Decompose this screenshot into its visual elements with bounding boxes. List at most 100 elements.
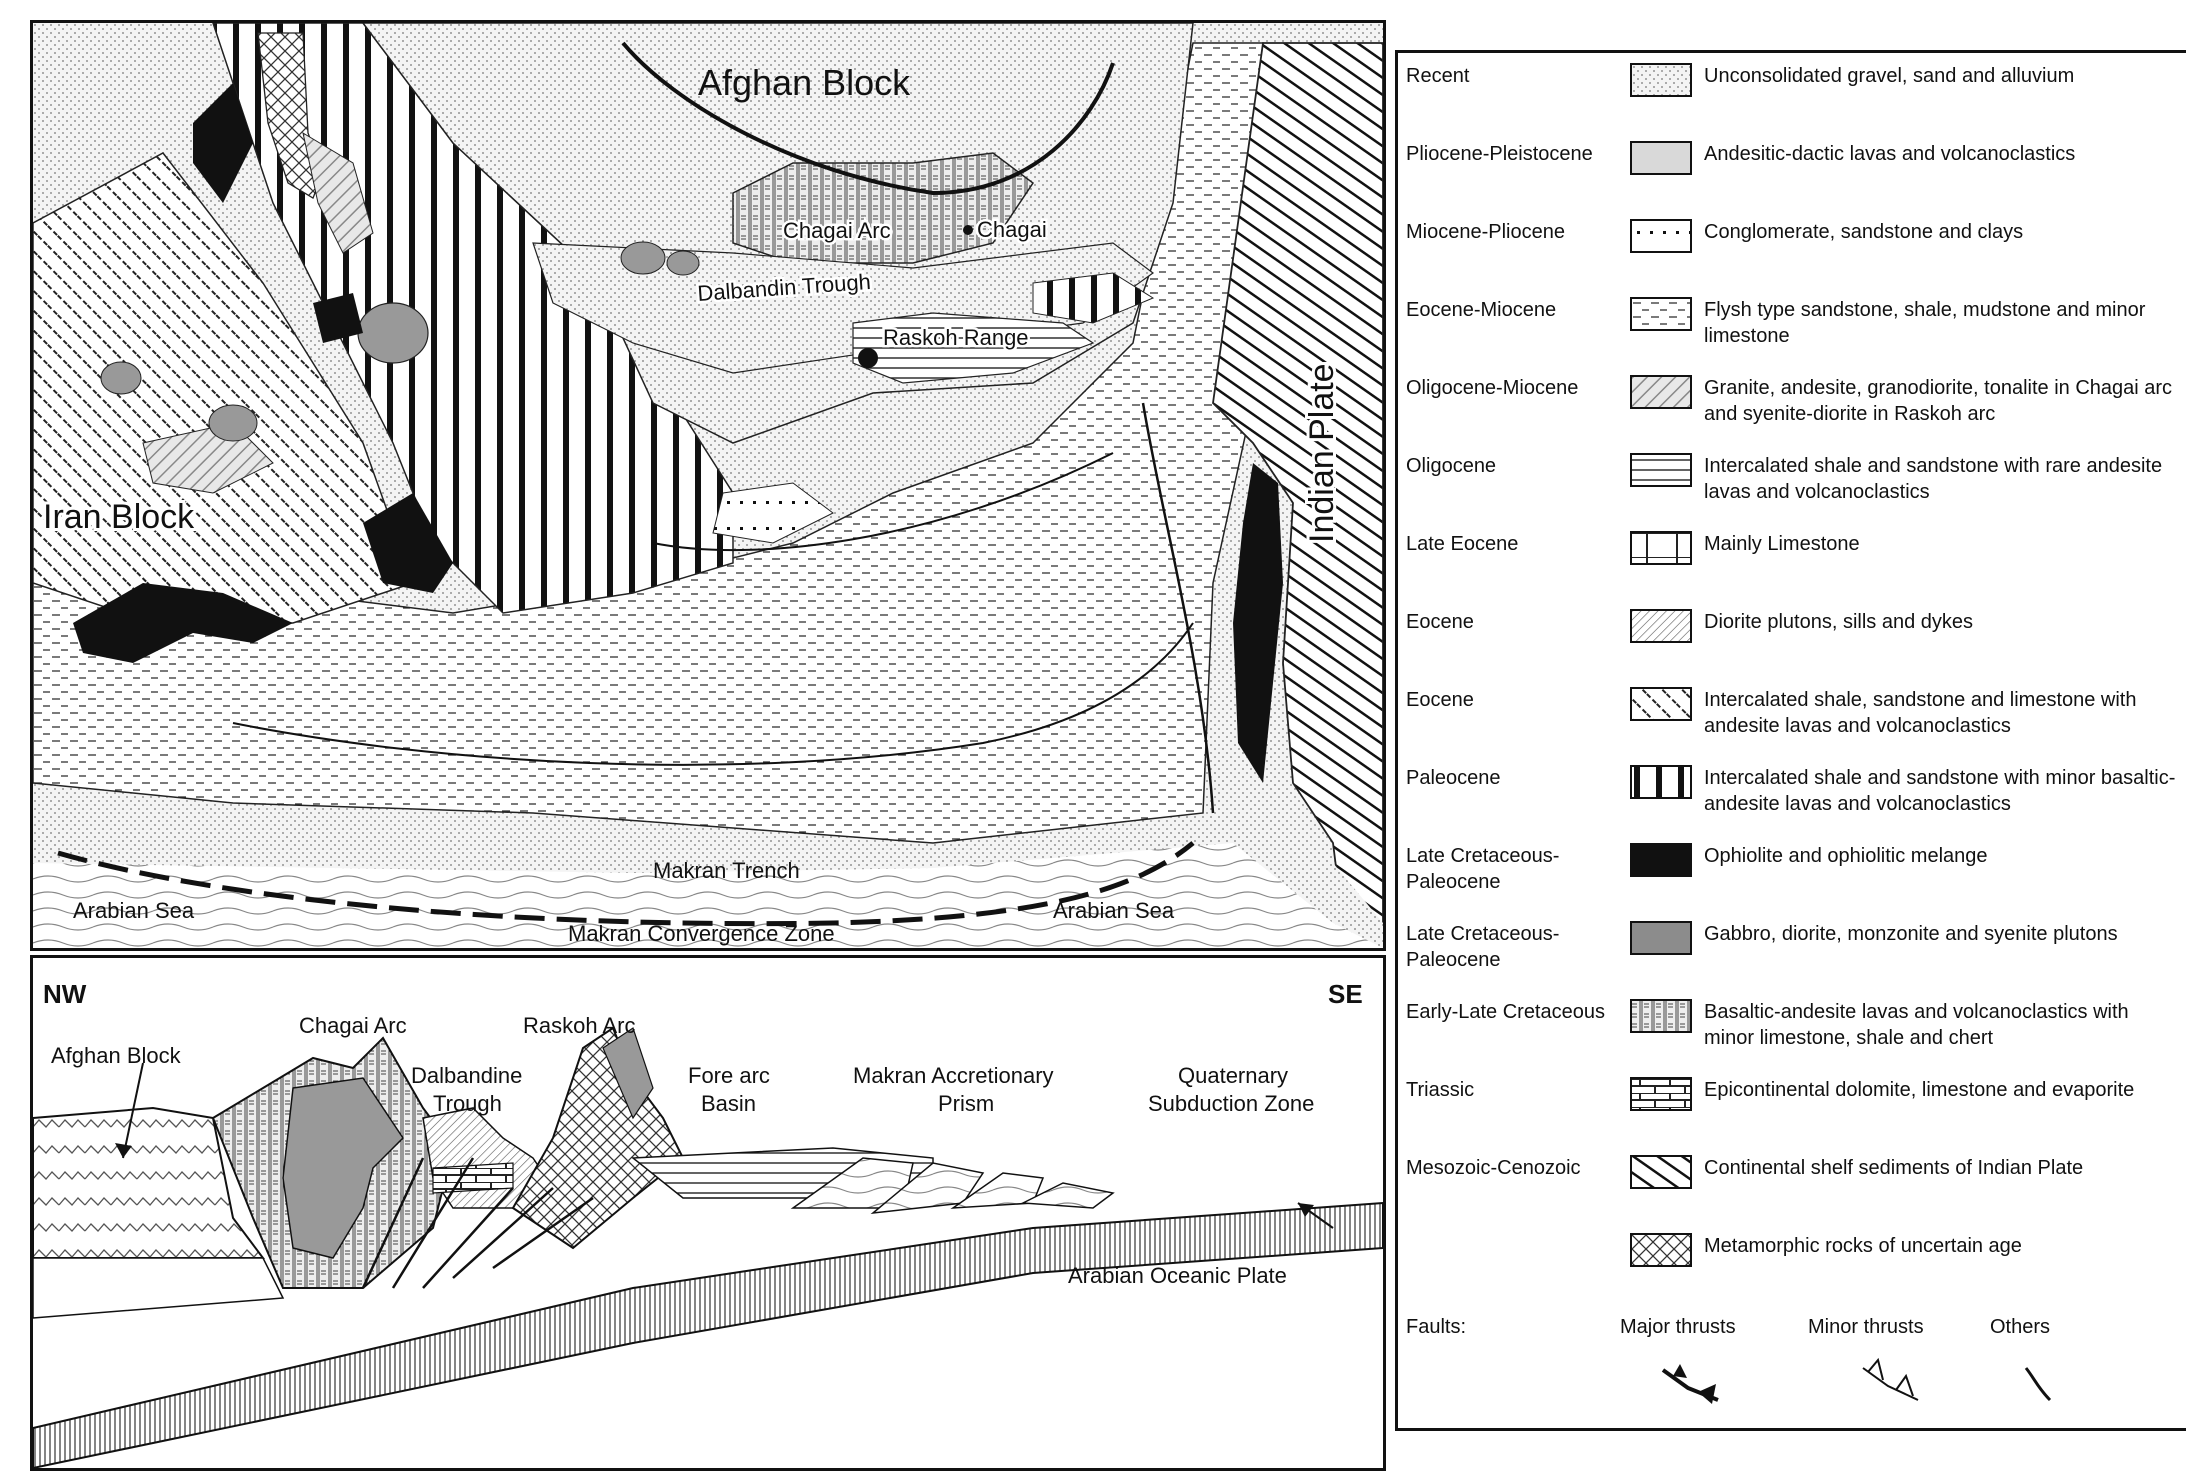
- ophiolite-small: [313, 293, 363, 343]
- legend-description: Metamorphic rocks of uncertain age: [1704, 1235, 2022, 1257]
- legend-swatch-diag-dash: [1630, 687, 1692, 721]
- legend-age: Miocene-Pliocene: [1406, 221, 1565, 243]
- label-section-dalbandin-2: Trough: [433, 1091, 502, 1116]
- legend: Recent Unconsolidated gravel, sand and al…: [1395, 50, 2186, 1431]
- section-thrust-slices: [361, 1157, 594, 1289]
- fault-major-label: Major thrusts: [1620, 1316, 1736, 1338]
- legend-description: Intercalated shale and sandstone with ra…: [1704, 455, 2163, 503]
- dalbandin-trough-area: [532, 242, 1155, 374]
- legend-description: Epicontinental dolomite, limestone and e…: [1704, 1079, 2135, 1101]
- raskoh-range-area: [852, 312, 1095, 384]
- label-section-afghan-block: Afghan Block: [51, 1043, 182, 1068]
- legend-swatch-horizontal: [1630, 453, 1692, 487]
- label-nw: NW: [43, 979, 87, 1009]
- granite-intrusion: [302, 131, 374, 254]
- chagai-town-marker: [963, 225, 973, 235]
- legend-description: Ophiolite and ophiolitic melange: [1704, 845, 1988, 867]
- legend-age: Triassic: [1406, 1079, 1475, 1101]
- legend-age: Mesozoic-Cenozoic: [1406, 1157, 1581, 1179]
- fault-minor-label: Minor thrusts: [1808, 1316, 1924, 1338]
- legend-item: Eocene-Miocene Flysh type sandstone, shal…: [1398, 287, 2186, 365]
- makran-convergence-thrust: [57, 841, 1195, 927]
- legend-description: Mainly Limestone: [1704, 533, 1860, 555]
- arabian-oceanic-plate: [33, 1201, 1383, 1468]
- label-arabian-sea-left: Arabian Sea: [73, 898, 195, 923]
- legend-age: Eocene: [1406, 689, 1474, 711]
- legend-age: Recent: [1406, 65, 1470, 87]
- legend-age: Oligocene-Miocene: [1406, 377, 1579, 399]
- label-section-fore-arc-2: Basin: [701, 1091, 756, 1116]
- section-chagai-pluton: [282, 1077, 404, 1259]
- label-iran-block: Iran Block: [43, 498, 195, 536]
- legend-description: Unconsolidated gravel, sand and alluvium: [1704, 65, 2075, 87]
- legend-swatch-diag-fine: [1630, 609, 1692, 643]
- label-makran-convergence-zone: Makran Convergence Zone: [568, 921, 835, 946]
- legend-age: Eocene-Miocene: [1406, 299, 1557, 321]
- label-afghan-block: Afghan Block: [698, 62, 911, 103]
- legend-age: Pliocene-Pleistocene: [1406, 143, 1593, 165]
- legend-item: Late Cretaceous-Paleocene Ophiolite and o…: [1398, 833, 2186, 911]
- legend-description: Basaltic-andesite lavas and volcanoclast…: [1704, 1001, 2129, 1049]
- legend-swatch-grid: [1630, 999, 1692, 1033]
- arabian-sea: [33, 843, 1383, 948]
- arrow-afghan-block-head: [115, 1143, 132, 1158]
- ophiolite-indian: [1233, 463, 1283, 783]
- label-section-prism-1: Makran Accretionary: [853, 1063, 1054, 1088]
- label-section-raskoh-arc: Raskoh Arc: [523, 1013, 636, 1038]
- legend-item: Eocene Intercalated shale, sandstone and …: [1398, 677, 2186, 755]
- legend-swatch-black: [1630, 843, 1692, 877]
- legend-swatch-brick-wide: [1630, 1077, 1692, 1111]
- legend-item: Oligocene Intercalated shale and sandston…: [1398, 443, 2186, 521]
- legend-description: Intercalated shale, sandstone and limest…: [1704, 689, 2137, 737]
- legend-description: Gabbro, diorite, monzonite and syenite p…: [1704, 923, 2118, 945]
- legend-description: Continental shelf sediments of Indian Pl…: [1704, 1157, 2084, 1179]
- chagai-arc-area: [732, 152, 1035, 264]
- arrow-afghan-block: [122, 1062, 144, 1159]
- legend-item: Triassic Epicontinental dolomite, limesto…: [1398, 1067, 2186, 1145]
- fault-chaman: [1141, 402, 1215, 814]
- prism-slice-2: [870, 1162, 985, 1215]
- legend-description: Conglomerate, sandstone and clays: [1704, 221, 2024, 243]
- legend-item: Mesozoic-Cenozoic Continental shelf sedim…: [1398, 1145, 2186, 1223]
- legend-item: Miocene-Pliocene Conglomerate, sandstone …: [1398, 209, 2186, 287]
- other-fault-symbol-icon: [2024, 1367, 2052, 1402]
- label-indian-plate: Indian Plate: [1303, 363, 1341, 543]
- legend-age: Eocene: [1406, 611, 1474, 633]
- section-trough-limestone: [432, 1162, 514, 1194]
- label-raskoh-range: Raskoh Range: [883, 325, 1029, 350]
- label-section-quaternary-2: Subduction Zone: [1148, 1091, 1314, 1116]
- faults-title: Faults:: [1406, 1316, 1467, 1338]
- legend-swatch-light-grey: [1630, 141, 1692, 175]
- raskoh-paleocene: [1032, 272, 1155, 324]
- legend-age: Late Eocene: [1406, 533, 1519, 555]
- label-makran-trench: Makran Trench: [653, 858, 800, 883]
- section-basement: [33, 1257, 285, 1319]
- legend-swatch-diag-heavy: [1630, 1155, 1692, 1189]
- label-section-chagai-arc: Chagai Arc: [299, 1013, 407, 1038]
- label-arabian-sea-right: Arabian Sea: [1053, 898, 1175, 923]
- prism-slice-1: [790, 1157, 914, 1209]
- legend-age: Oligocene: [1406, 455, 1497, 477]
- legend-description: Flysh type sandstone, shale, mudstone an…: [1704, 299, 2146, 347]
- legend-swatch-dots-fine: [1630, 63, 1692, 97]
- gabbro-pluton-5: [666, 250, 700, 276]
- conglomerate-patch: [712, 482, 834, 544]
- label-section-prism-2: Prism: [938, 1091, 994, 1116]
- legend-swatch-crosshatch: [1630, 1233, 1692, 1267]
- legend-age: Paleocene: [1406, 767, 1501, 789]
- label-section-dalbandin-1: Dalbandine: [411, 1063, 522, 1088]
- gabbro-pluton-1: [357, 302, 429, 364]
- legend-swatch-dark-grey: [1630, 921, 1692, 955]
- ophiolite-raskoh: [858, 348, 878, 368]
- fault-symbols: [1661, 1357, 2052, 1404]
- gabbro-pluton-2: [620, 241, 666, 275]
- minor-thrust-makran: [232, 622, 1194, 766]
- prism-slice-4: [1020, 1182, 1115, 1209]
- legend-age: Late Cretaceous-Paleocene: [1406, 845, 1560, 893]
- legend-swatch-diag-grey: [1630, 375, 1692, 409]
- label-chagai: Chagai: [977, 217, 1047, 242]
